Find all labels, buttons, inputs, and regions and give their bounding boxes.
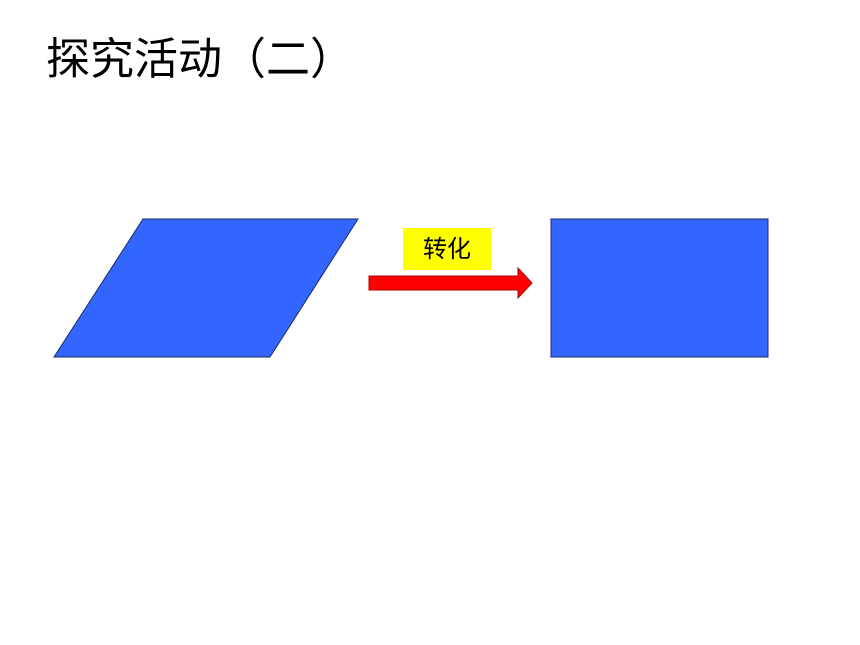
transform-label: 转化 [403,228,491,270]
parallelogram-shape [53,218,359,358]
transform-arrow [368,266,533,300]
rectangle-shape [550,218,769,358]
slide-title: 探究活动（二） [46,34,354,85]
